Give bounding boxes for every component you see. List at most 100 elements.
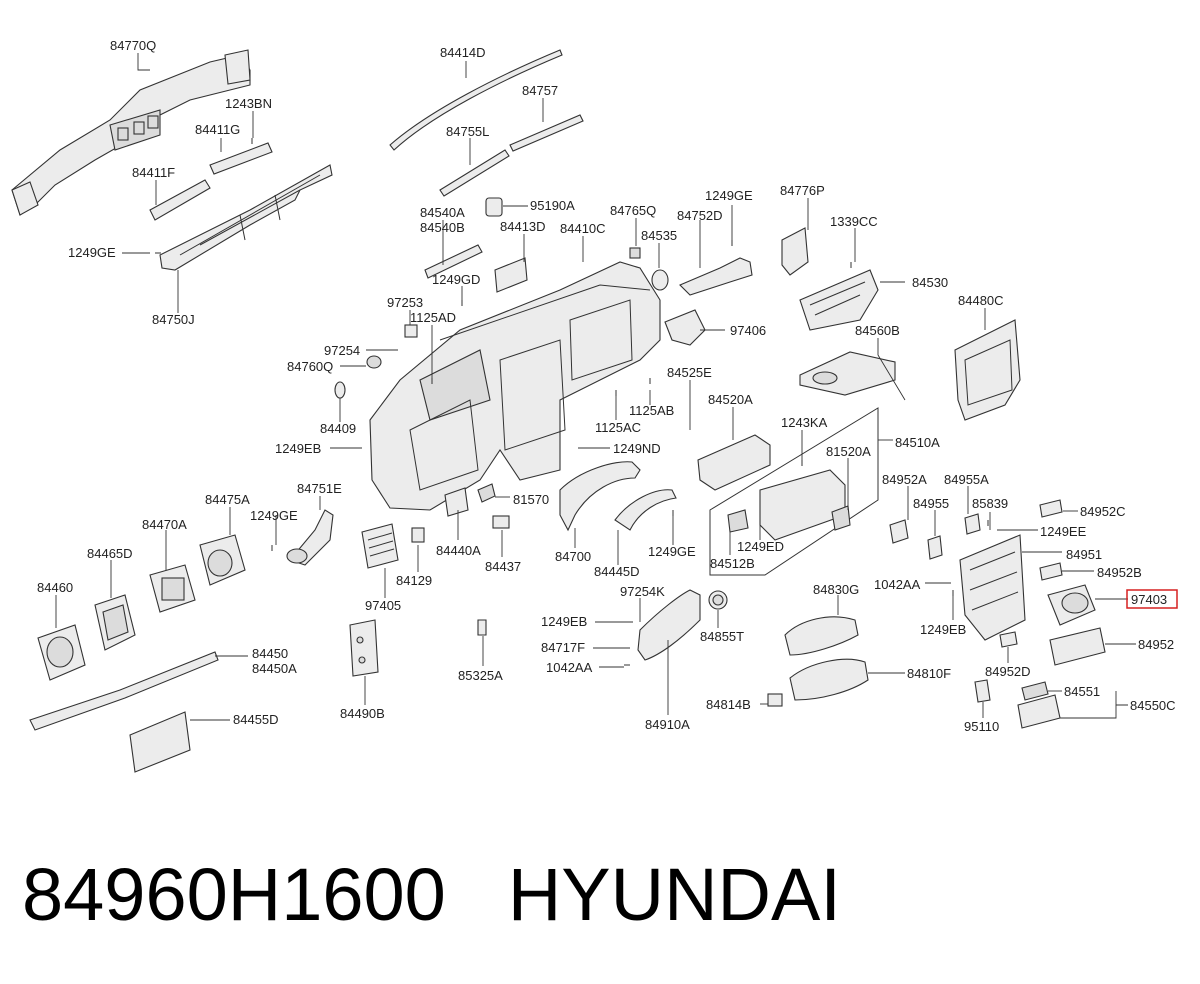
label-84717F: 84717F: [541, 640, 585, 655]
label-84952A: 84952A: [882, 472, 927, 487]
strip-84755L-shape: [439, 149, 510, 197]
label-84760Q: 84760Q: [287, 359, 333, 374]
label-84411G: 84411G: [195, 122, 240, 137]
garnish-84465D-shape: [94, 594, 136, 651]
label-1249GD: 1249GD: [432, 272, 480, 287]
label-84700: 84700: [555, 549, 591, 564]
switch-84955A-shape: [964, 513, 981, 535]
label-97403: 97403: [1131, 592, 1167, 607]
leader-lines: [55, 53, 1136, 721]
label-1249EB-c: 1249EB: [541, 614, 587, 629]
label-84535: 84535: [641, 228, 677, 243]
label-84512B: 84512B: [710, 556, 755, 571]
highlight-box-97403: [1126, 589, 1178, 609]
vent-97403-shape: [1047, 584, 1096, 626]
pad-84952C-shape: [1039, 499, 1063, 518]
label-84437: 84437: [485, 559, 521, 574]
bracket-84540-shape: [424, 244, 483, 279]
label-84830G: 84830G: [813, 582, 859, 597]
label-97253: 97253: [387, 295, 423, 310]
panel-84910A-shape: [637, 589, 701, 661]
strip-84414D-shape: [389, 49, 563, 151]
label-84409: 84409: [320, 421, 356, 436]
clip-84129-shape: [411, 527, 425, 543]
frame-84750J-shape: [159, 164, 333, 271]
label-84414D: 84414D: [440, 45, 486, 60]
label-84530: 84530: [912, 275, 948, 290]
clip-84409-shape: [334, 381, 346, 399]
strip-84757-shape: [509, 114, 584, 152]
label-1339CC: 1339CC: [830, 214, 878, 229]
label-1249GE-c: 1249GE: [250, 508, 298, 523]
label-1243BN: 1243BN: [225, 96, 272, 111]
label-84411F: 84411F: [132, 165, 175, 180]
ring-84535-shape: [651, 269, 669, 291]
label-1249EB-a: 1249EB: [275, 441, 321, 456]
label-84955: 84955: [913, 496, 949, 511]
tray-84952-shape: [1049, 627, 1106, 666]
label-84450A: 84450A: [252, 661, 297, 676]
label-97254-a: 97254: [324, 343, 360, 358]
vent-97405-shape: [361, 523, 399, 569]
tray-84550C-shape: [1017, 681, 1061, 729]
ring-84855T-shape: [708, 590, 728, 610]
plug-84765Q-shape: [629, 247, 641, 259]
bracket-84411F-shape: [149, 179, 211, 221]
label-81520A: 81520A: [826, 444, 871, 459]
label-84520A: 84520A: [708, 392, 753, 407]
label-1249GE-d: 1249GE: [648, 544, 696, 559]
shroud-84810F-shape: [789, 658, 869, 701]
label-84776P: 84776P: [780, 183, 825, 198]
label-84480C: 84480C: [958, 293, 1004, 308]
label-84410C: 84410C: [560, 221, 606, 236]
module-84530-shape: [799, 269, 879, 331]
label-84910A: 84910A: [645, 717, 690, 732]
cover-84440A-shape: [444, 487, 469, 517]
glovebox-group-shape: [709, 407, 879, 576]
label-95190A: 95190A: [530, 198, 575, 213]
bracket-84490B-shape: [349, 619, 379, 677]
panel-84410C-shape: [369, 261, 661, 511]
label-84757: 84757: [522, 83, 558, 98]
label-84952: 84952: [1138, 637, 1174, 652]
clip-97253-shape: [404, 324, 418, 338]
label-84952B: 84952B: [1097, 565, 1142, 580]
vent-97406-shape: [664, 309, 706, 346]
label-84814B: 84814B: [706, 697, 751, 712]
pad-84952D-shape: [999, 631, 1018, 648]
label-1243KA: 1243KA: [781, 415, 828, 430]
label-84810F: 84810F: [907, 666, 951, 681]
duct-84770Q-shape: [11, 49, 251, 216]
label-1125AB: 1125AB: [629, 403, 674, 418]
clip-84814B-shape: [767, 693, 783, 707]
parts-diagram: 84770Q 1243BN 84411G 84411F 1249GE 84750…: [11, 38, 1178, 773]
label-84955A: 84955A: [944, 472, 989, 487]
label-85839: 85839: [972, 496, 1008, 511]
switch-84955-shape: [927, 535, 943, 560]
label-1125AD: 1125AD: [410, 310, 456, 325]
label-1249EB-b: 1249EB: [920, 622, 966, 637]
brand-text: HYUNDAI: [507, 853, 841, 936]
label-84445D: 84445D: [594, 564, 640, 579]
bracket-84455D-shape: [129, 711, 191, 773]
label-84525E: 84525E: [667, 365, 712, 380]
label-85325A: 85325A: [458, 668, 503, 683]
label-84460: 84460: [37, 580, 73, 595]
label-97254K: 97254K: [620, 584, 665, 599]
bracket-84776P-shape: [781, 227, 809, 276]
pad-84952B-shape: [1039, 562, 1063, 581]
label-84952C: 84952C: [1080, 504, 1126, 519]
label-84510A: 84510A: [895, 435, 940, 450]
label-84465D: 84465D: [87, 546, 133, 561]
bracket-84480C-shape: [954, 319, 1021, 421]
label-84413D: 84413D: [500, 219, 546, 234]
label-97406: 97406: [730, 323, 766, 338]
vent-84470A-shape: [149, 564, 196, 613]
bracket-81570-shape: [477, 483, 496, 503]
label-84750J: 84750J: [152, 312, 195, 327]
part-number-text: 84960H1600: [22, 853, 446, 936]
bolt-85325A-shape: [477, 619, 487, 636]
label-1249ND: 1249ND: [613, 441, 661, 456]
bracket-84411G-shape: [209, 142, 273, 175]
